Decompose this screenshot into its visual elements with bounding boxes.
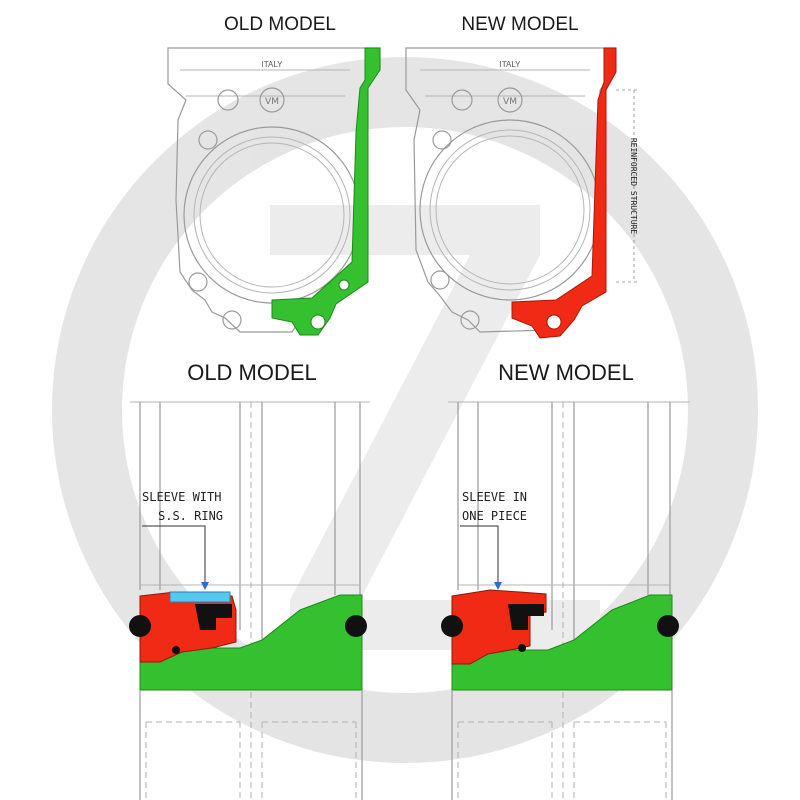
old-callout-line-2: S.S. RING: [158, 509, 223, 523]
old-ss-ring: [169, 591, 231, 603]
top-old-title: OLD MODEL: [224, 14, 336, 35]
old-oring-right: [345, 615, 367, 637]
top-new-valve-body: VM ITALY REINFORCED STRUCTURE: [405, 47, 640, 339]
watermark-logo: [52, 57, 758, 763]
bottom-old-section: SLEEVE WITH S.S. RING: [129, 401, 370, 800]
old-green-base: [139, 594, 363, 691]
top-new-title: NEW MODEL: [461, 14, 578, 35]
top-old-green-section: [271, 47, 381, 336]
top-old-stamp: ITALY: [261, 60, 283, 69]
top-new-stamp: ITALY: [499, 60, 521, 69]
new-oring-left: [441, 615, 463, 637]
reinforced-structure-label: REINFORCED STRUCTURE: [629, 138, 638, 235]
new-callout-line-1: SLEEVE IN: [462, 490, 527, 504]
bottom-new-section: SLEEVE IN ONE PIECE: [441, 401, 690, 800]
bottom-new-title: NEW MODEL: [498, 360, 634, 385]
new-green-base: [451, 594, 673, 691]
top-new-red-section: [511, 47, 617, 339]
old-callout-line-1: SLEEVE WITH: [142, 490, 221, 504]
top-old-logo: VM: [265, 97, 279, 107]
new-oring-right: [657, 615, 679, 637]
top-new-logo: VM: [503, 97, 517, 107]
new-callout-line-2: ONE PIECE: [462, 509, 527, 523]
old-oring-left: [129, 615, 151, 637]
top-old-valve-body: VM ITALY: [167, 47, 381, 336]
bottom-old-title: OLD MODEL: [187, 360, 317, 385]
